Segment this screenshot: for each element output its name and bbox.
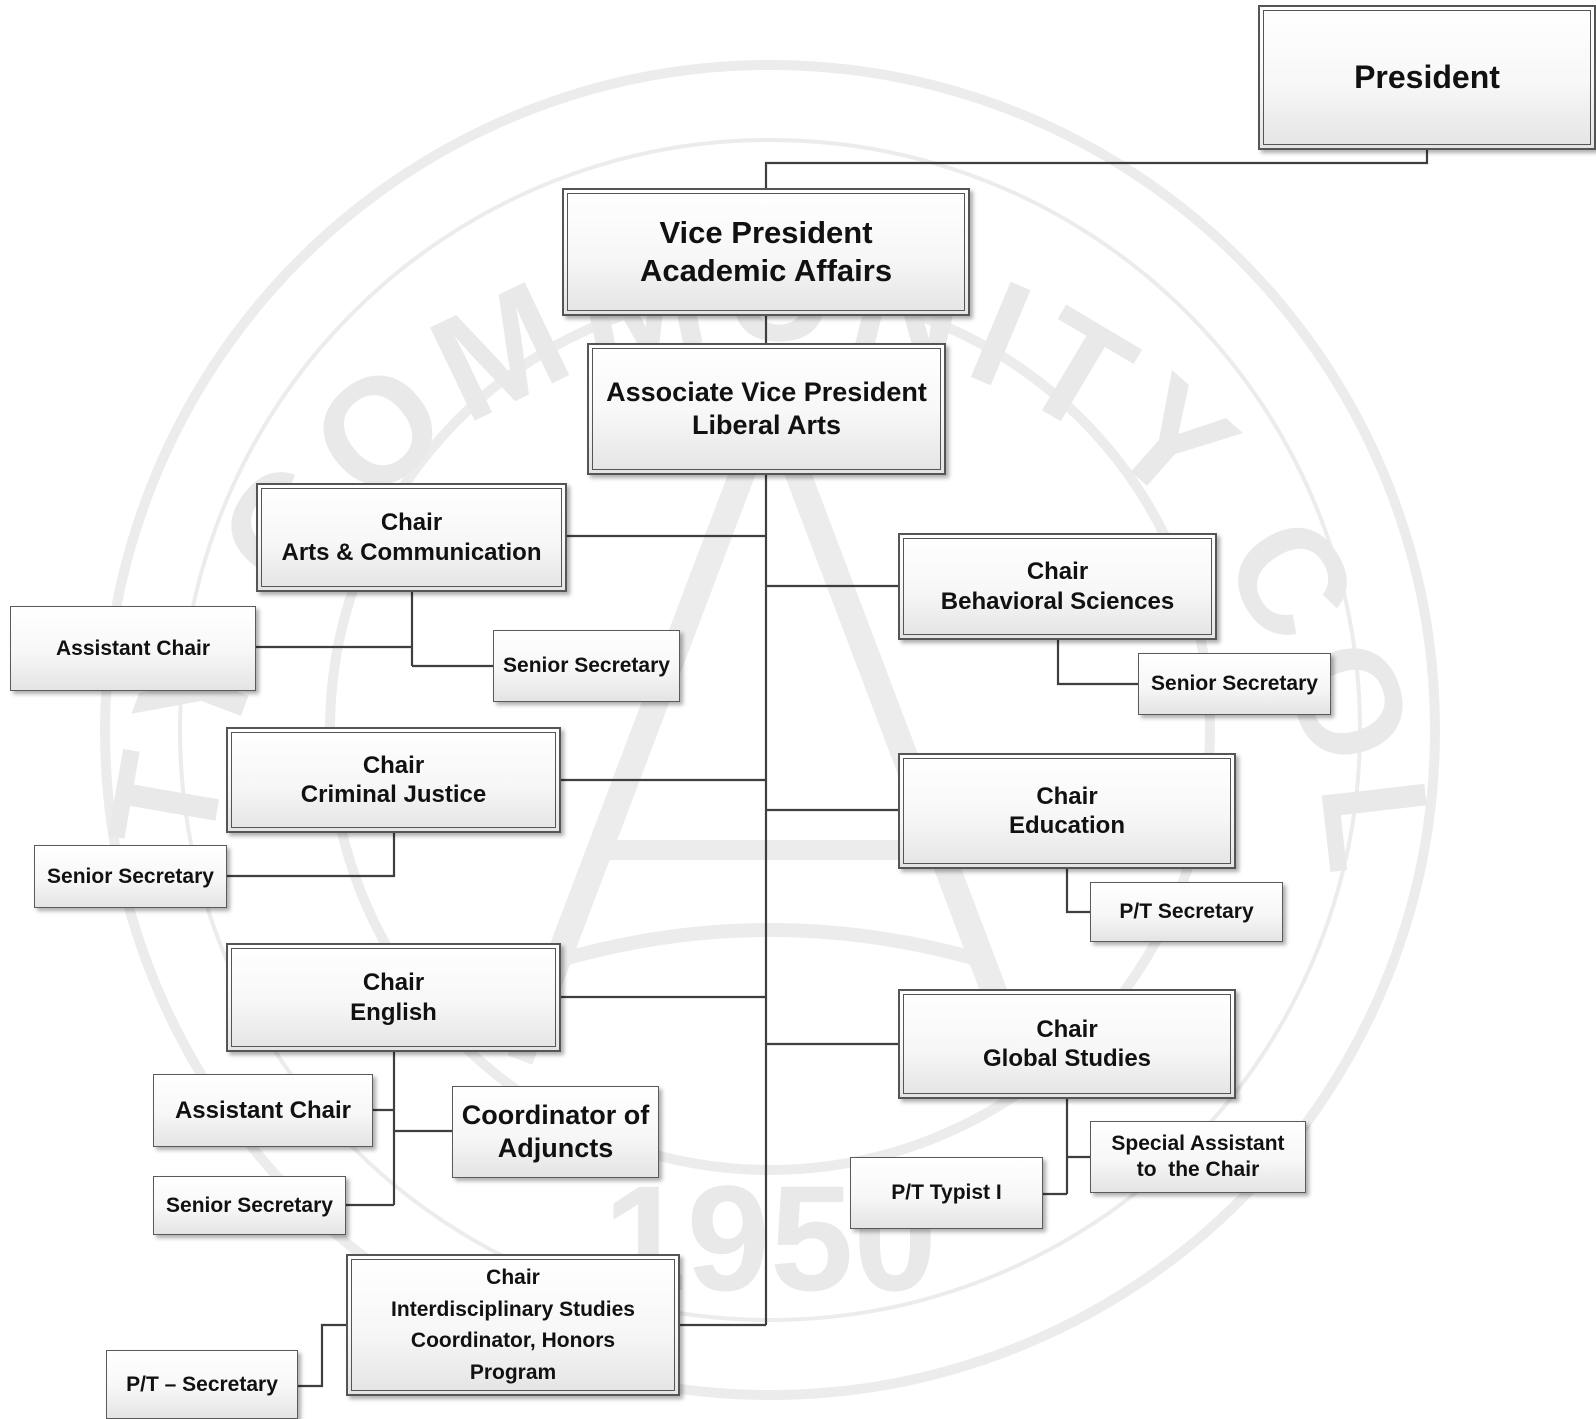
chair-interdisciplinary-studies-box: Chair Interdisciplinary Studies Coordina… xyxy=(346,1254,680,1396)
arts-senior-secretary-label: Senior Secretary xyxy=(503,654,670,678)
chair-behavioral-sciences-box: Chair Behavioral Sciences xyxy=(898,533,1217,640)
cj-chair-label: Chair xyxy=(362,751,425,779)
chair-criminal-justice-box: Chair Criminal Justice xyxy=(226,727,561,833)
inter-line4: Program xyxy=(469,1360,557,1384)
chair-global-studies-box: Chair Global Studies xyxy=(898,989,1236,1099)
beh-dept-label: Behavioral Sciences xyxy=(940,587,1175,615)
connector-edu-sec xyxy=(1065,869,1090,914)
beh-chair-label: Chair xyxy=(1026,558,1089,586)
eng-coordinator-line2: Adjuncts xyxy=(497,1133,614,1163)
president-box: President xyxy=(1258,5,1596,150)
vp-academic-affairs-box: Vice President Academic Affairs xyxy=(562,188,970,316)
vp-subtitle: Academic Affairs xyxy=(639,253,893,288)
inter-pt-secretary-box: P/T – Secretary xyxy=(106,1350,298,1419)
connector-inter-sec xyxy=(298,1323,346,1388)
eng-coordinator-adjuncts-box: Coordinator of Adjuncts xyxy=(452,1086,659,1178)
vp-title: Vice President xyxy=(659,215,873,251)
inter-pt-secretary-label: P/T – Secretary xyxy=(126,1372,278,1396)
glob-special-assistant-box: Special Assistant to the Chair xyxy=(1090,1121,1306,1193)
edu-pt-secretary-label: P/T Secretary xyxy=(1119,900,1254,924)
cj-senior-secretary-box: Senior Secretary xyxy=(34,845,227,908)
connector-president-vp xyxy=(764,150,1429,188)
arts-assistant-chair-box: Assistant Chair xyxy=(10,606,256,691)
edu-chair-label: Chair xyxy=(1036,782,1098,810)
chair-english-box: Chair English xyxy=(226,943,561,1052)
avp-subtitle: Liberal Arts xyxy=(691,410,842,440)
eng-dept-label: English xyxy=(350,998,437,1026)
inter-line1: Chair xyxy=(486,1266,540,1289)
arts-assistant-chair-label: Assistant Chair xyxy=(55,636,211,660)
beh-senior-secretary-box: Senior Secretary xyxy=(1138,653,1331,715)
eng-senior-secretary-label: Senior Secretary xyxy=(166,1193,333,1217)
cj-senior-secretary-label: Senior Secretary xyxy=(47,864,214,888)
eng-senior-secretary-box: Senior Secretary xyxy=(153,1176,346,1235)
beh-senior-secretary-label: Senior Secretary xyxy=(1151,672,1318,696)
glob-pt-typist-box: P/T Typist I xyxy=(850,1157,1043,1229)
glob-special-assistant-line1: Special Assistant xyxy=(1111,1132,1285,1156)
glob-pt-typist-label: P/T Typist I xyxy=(891,1181,1002,1205)
chair-arts-communication-box: Chair Arts & Communication xyxy=(256,483,567,592)
arts-senior-secretary-box: Senior Secretary xyxy=(493,630,680,702)
connector-cj-sec xyxy=(227,833,396,878)
glob-dept-label: Global Studies xyxy=(982,1045,1152,1072)
avp-title: Associate Vice President xyxy=(606,377,927,408)
eng-assistant-chair-box: Assistant Chair xyxy=(153,1074,373,1147)
arts-chair-label: Chair xyxy=(380,509,443,537)
inter-line3: Coordinator, Honors xyxy=(410,1329,616,1352)
edu-pt-secretary-box: P/T Secretary xyxy=(1090,882,1283,942)
arts-dept-label: Arts & Communication xyxy=(281,538,542,566)
avp-liberal-arts-box: Associate Vice President Liberal Arts xyxy=(587,343,946,475)
edu-dept-label: Education xyxy=(1008,812,1125,839)
chair-education-box: Chair Education xyxy=(898,753,1236,869)
president-title: President xyxy=(1354,58,1500,95)
connector-beh-sec xyxy=(1056,640,1138,686)
inter-line2: Interdisciplinary Studies xyxy=(391,1297,635,1321)
cj-dept-label: Criminal Justice xyxy=(300,781,487,808)
glob-special-assistant-line2: to the Chair xyxy=(1136,1158,1260,1181)
eng-coordinator-line1: Coordinator of xyxy=(461,1100,650,1131)
eng-assistant-chair-label: Assistant Chair xyxy=(174,1096,352,1124)
eng-chair-label: Chair xyxy=(362,969,425,997)
glob-chair-label: Chair xyxy=(1036,1015,1098,1043)
